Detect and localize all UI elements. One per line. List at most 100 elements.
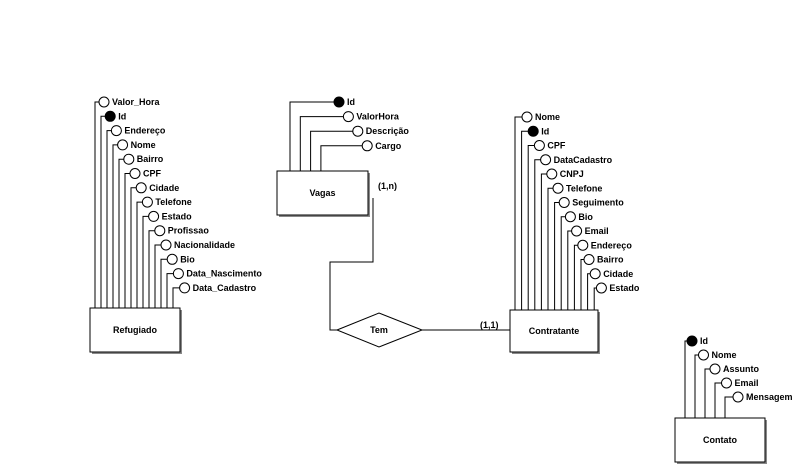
entity-refugiado[interactable]: Valor_HoraIdEndereçoNomeBairroCPFCidadeT… bbox=[89, 96, 262, 354]
attribute-label: Valor_Hora bbox=[112, 97, 161, 107]
attribute-connector bbox=[136, 201, 143, 308]
attribute-bairro[interactable]: Bairro bbox=[580, 254, 624, 311]
attribute-icon bbox=[564, 211, 576, 223]
attribute-icon bbox=[558, 197, 570, 208]
attribute-telefone[interactable]: Telefone bbox=[136, 196, 192, 308]
attribute-connector bbox=[704, 368, 710, 418]
attribute-cpf[interactable]: CPF bbox=[527, 140, 566, 311]
attribute-connector bbox=[130, 187, 137, 308]
attribute-bairro[interactable]: Bairro bbox=[118, 153, 164, 308]
attribute-label: Cidade bbox=[603, 269, 633, 279]
attribute-icon bbox=[148, 210, 160, 222]
attribute-icon bbox=[123, 153, 135, 165]
attribute-label: Nome bbox=[131, 140, 156, 150]
attribute-label: Assunto bbox=[723, 364, 760, 374]
attribute-seguimento[interactable]: Seguimento bbox=[554, 197, 625, 311]
attribute-icon bbox=[98, 96, 110, 108]
entity-label: Vagas bbox=[309, 188, 335, 198]
attribute-label: Nacionalidade bbox=[174, 240, 235, 250]
attribute-icon bbox=[361, 140, 373, 152]
attribute-nome[interactable]: Nome bbox=[514, 111, 560, 310]
attribute-connector bbox=[166, 273, 174, 308]
attribute-id[interactable]: Id bbox=[684, 335, 708, 418]
attribute-connector bbox=[694, 354, 699, 418]
connector-vagas-tem bbox=[329, 198, 374, 331]
attribute-mensagem[interactable]: Mensagem bbox=[724, 391, 793, 418]
attribute-cidade[interactable]: Cidade bbox=[587, 268, 634, 310]
attribute-icon bbox=[577, 239, 589, 251]
entity-box bbox=[674, 417, 766, 463]
attribute-icon bbox=[110, 125, 122, 137]
attribute-label: Email bbox=[585, 226, 609, 236]
attribute-icon bbox=[521, 111, 533, 123]
attribute-icon bbox=[135, 182, 147, 194]
attribute-icon bbox=[342, 111, 354, 123]
attribute-connector bbox=[587, 273, 591, 310]
attribute-icon bbox=[698, 349, 709, 361]
entity-box bbox=[89, 307, 181, 353]
attribute-telefone[interactable]: Telefone bbox=[547, 182, 602, 310]
attribute-data_nascimento[interactable]: Data_Nascimento bbox=[166, 268, 262, 308]
attribute-connector bbox=[567, 230, 572, 310]
attribute-endereço[interactable]: Endereço bbox=[106, 125, 166, 308]
attribute-data_cadastro[interactable]: Data_Cadastro bbox=[172, 282, 257, 308]
attribute-nacionalidade[interactable]: Nacionalidade bbox=[154, 239, 235, 308]
attribute-descrição[interactable]: Descrição bbox=[310, 125, 410, 171]
attribute-email[interactable]: Email bbox=[714, 377, 759, 418]
attribute-connector bbox=[684, 340, 687, 418]
attribute-icon bbox=[179, 282, 191, 294]
attribute-profissao[interactable]: Profissao bbox=[148, 225, 210, 308]
attribute-bio[interactable]: Bio bbox=[160, 253, 195, 308]
attribute-label: Data_Nascimento bbox=[186, 269, 262, 279]
attribute-id[interactable]: Id bbox=[100, 110, 126, 308]
attribute-endereço[interactable]: Endereço bbox=[573, 239, 632, 310]
attribute-connector bbox=[172, 287, 180, 308]
attribute-id[interactable]: Id bbox=[289, 96, 355, 171]
attribute-cidade[interactable]: Cidade bbox=[130, 182, 179, 308]
attribute-valorhora[interactable]: ValorHora bbox=[299, 111, 400, 171]
attribute-label: Telefone bbox=[155, 197, 191, 207]
attribute-icon bbox=[352, 125, 364, 137]
attribute-connector bbox=[514, 116, 522, 310]
attribute-label: Id bbox=[347, 97, 355, 107]
attribute-connector bbox=[724, 396, 733, 418]
attribute-label: Bio bbox=[578, 212, 593, 222]
attribute-label: Descrição bbox=[366, 126, 410, 136]
attribute-label: Id bbox=[541, 126, 549, 136]
attribute-label: Id bbox=[700, 336, 708, 346]
attribute-connector bbox=[118, 158, 124, 308]
attribute-label: Nome bbox=[712, 350, 737, 360]
attribute-nome[interactable]: Nome bbox=[694, 349, 737, 418]
attribute-label: Telefone bbox=[566, 183, 602, 193]
attribute-estado[interactable]: Estado bbox=[593, 282, 640, 310]
attribute-icon bbox=[571, 225, 583, 237]
attribute-assunto[interactable]: Assunto bbox=[704, 363, 760, 418]
attribute-label: Estado bbox=[609, 283, 640, 293]
attribute-connector bbox=[154, 244, 161, 308]
attribute-connector bbox=[100, 115, 106, 308]
attribute-datacadastro[interactable]: DataCadastro bbox=[534, 154, 613, 310]
attribute-label: CNPJ bbox=[560, 169, 584, 179]
attribute-id[interactable]: Id bbox=[521, 125, 550, 310]
attribute-cargo[interactable]: Cargo bbox=[320, 140, 402, 171]
attribute-estado[interactable]: Estado bbox=[142, 210, 192, 308]
attribute-nome[interactable]: Nome bbox=[112, 139, 156, 308]
attribute-label: DataCadastro bbox=[554, 155, 613, 165]
attribute-label: Profissao bbox=[168, 226, 210, 236]
attribute-cnpj[interactable]: CNPJ bbox=[540, 168, 584, 310]
attribute-valor_hora[interactable]: Valor_Hora bbox=[94, 96, 161, 308]
attribute-icon bbox=[546, 168, 558, 180]
relationship-tem[interactable]: Tem (1,n) (1,1) bbox=[329, 181, 510, 348]
attribute-icon bbox=[141, 196, 153, 208]
attribute-cpf[interactable]: CPF bbox=[124, 168, 162, 309]
attribute-connector bbox=[106, 130, 112, 308]
attribute-email[interactable]: Email bbox=[567, 225, 609, 310]
attribute-bio[interactable]: Bio bbox=[560, 211, 593, 310]
entity-box bbox=[276, 170, 369, 216]
attribute-label: Bairro bbox=[137, 154, 164, 164]
attribute-label: Seguimento bbox=[572, 198, 624, 208]
attribute-connector bbox=[540, 173, 547, 310]
